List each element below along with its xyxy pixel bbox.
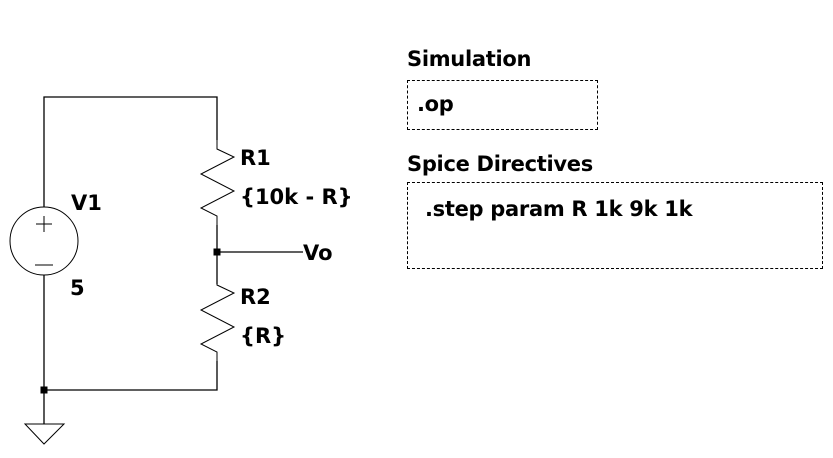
simulation-section-title: Simulation: [407, 47, 532, 71]
spice-directive-box[interactable]: .step param R 1k 9k 1k: [407, 182, 823, 269]
vo-net-label[interactable]: Vo: [303, 241, 333, 265]
wire-bottom[interactable]: [44, 361, 218, 391]
r1-value-label[interactable]: {10k - R}: [240, 185, 353, 209]
r2-value-label[interactable]: {R}: [240, 324, 286, 348]
wire-top[interactable]: [43, 96, 218, 207]
voltage-source-v1[interactable]: [9, 206, 79, 276]
v1-name-label[interactable]: V1: [71, 191, 102, 215]
simulation-command-text: .op: [417, 92, 454, 116]
resistor-r1[interactable]: [199, 140, 236, 225]
spice-directives-section-title: Spice Directives: [407, 152, 593, 176]
r1-name-label[interactable]: R1: [240, 146, 271, 170]
spice-directive-text: .step param R 1k 9k 1k: [425, 197, 693, 221]
v1-value-label[interactable]: 5: [70, 276, 85, 300]
r2-name-label[interactable]: R2: [240, 285, 271, 309]
resistor-r2[interactable]: [199, 276, 236, 361]
junction-node-ground: [40, 386, 48, 394]
ground-icon[interactable]: [23, 423, 66, 445]
simulation-command-box[interactable]: .op: [407, 80, 598, 130]
